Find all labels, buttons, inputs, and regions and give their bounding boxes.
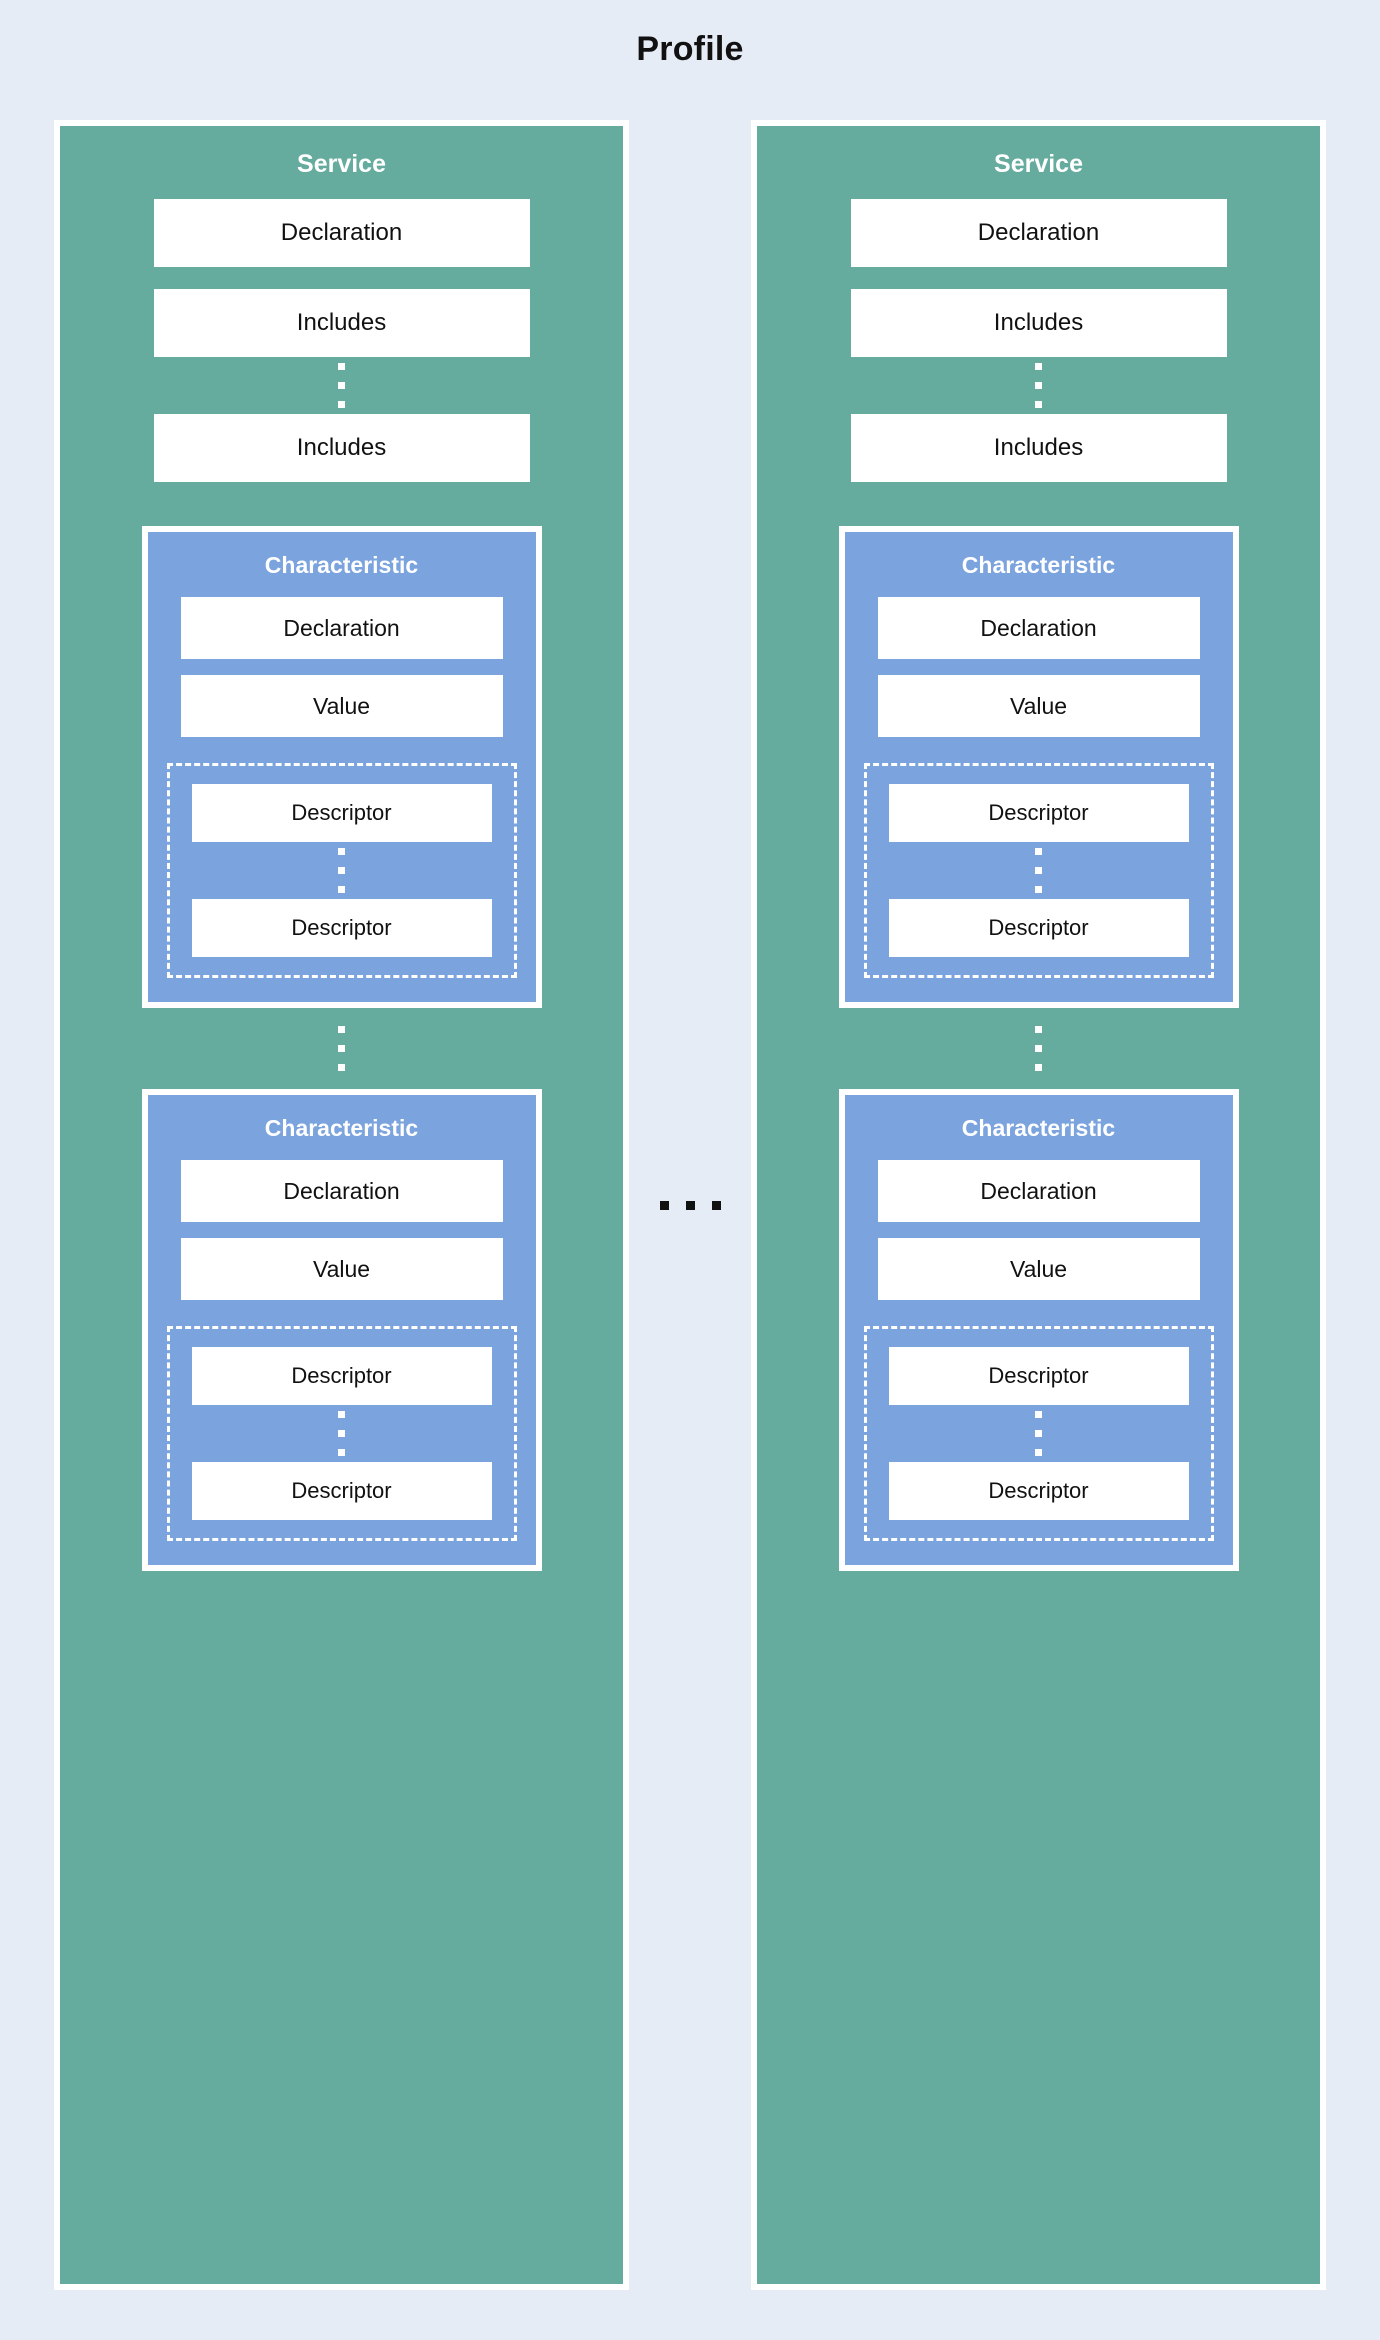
service-title: Service [297,150,386,178]
ellipsis-dot [1035,1064,1042,1071]
ellipsis-dot [338,401,345,408]
page-title: Profile [636,30,744,68]
service-declaration-box: Declaration [850,199,1227,267]
ellipsis-dot [338,848,345,855]
characteristic-value-box: Value [877,675,1200,737]
ellipsis-dot [1035,363,1042,370]
characteristic-title: Characteristic [961,552,1116,578]
ellipsis-dot [338,1449,345,1456]
characteristic-value-box: Value [877,1238,1200,1300]
characteristic-block-first: Characteristic Declaration Value Descrip… [838,526,1239,1008]
service-declaration-box: Declaration [153,199,530,267]
characteristic-value-box: Value [180,675,503,737]
characteristic-vertical-ellipsis [1035,1008,1042,1089]
service-includes-box-last: Includes [153,414,530,482]
ellipsis-dot [338,1411,345,1418]
characteristic-declaration-box: Declaration [877,597,1200,659]
horizontal-ellipsis-icon [659,1200,721,1210]
ellipsis-dot [711,1200,721,1210]
descriptor-group: Descriptor Descriptor [166,1326,517,1541]
ellipsis-dot [659,1200,669,1210]
descriptor-box-first: Descriptor [191,784,492,842]
service-title: Service [994,150,1083,178]
ellipsis-dot [338,1064,345,1071]
ellipsis-dot [1035,1045,1042,1052]
service-block-left: Service Declaration Includes Includes Ch… [54,120,629,2290]
service-block-right: Service Declaration Includes Includes Ch… [751,120,1326,2290]
characteristic-block-last: Characteristic Declaration Value Descrip… [141,1089,542,1571]
characteristic-title: Characteristic [264,552,419,578]
ellipsis-dot [338,886,345,893]
ellipsis-dot [338,867,345,874]
characteristic-block-last: Characteristic Declaration Value Descrip… [838,1089,1239,1571]
descriptor-group: Descriptor Descriptor [166,763,517,978]
services-ellipsis-gap [629,120,751,2290]
characteristic-block-first: Characteristic Declaration Value Descrip… [141,526,542,1008]
characteristic-title: Characteristic [961,1115,1116,1141]
descriptor-vertical-ellipsis [1035,842,1042,899]
includes-vertical-ellipsis [1035,357,1042,414]
descriptor-vertical-ellipsis [338,842,345,899]
ellipsis-dot [1035,1430,1042,1437]
characteristic-declaration-box: Declaration [877,1160,1200,1222]
characteristic-declaration-box: Declaration [180,597,503,659]
descriptor-box-last: Descriptor [888,1462,1189,1520]
descriptor-vertical-ellipsis [338,1405,345,1462]
descriptor-box-last: Descriptor [888,899,1189,957]
descriptor-box-last: Descriptor [191,1462,492,1520]
services-row: Service Declaration Includes Includes Ch… [0,120,1380,2290]
service-includes-box-first: Includes [153,289,530,357]
service-includes-box-last: Includes [850,414,1227,482]
ellipsis-dot [1035,848,1042,855]
service-includes-box-first: Includes [850,289,1227,357]
ellipsis-dot [338,1026,345,1033]
characteristic-title: Characteristic [264,1115,419,1141]
descriptor-box-first: Descriptor [888,1347,1189,1405]
descriptor-box-last: Descriptor [191,899,492,957]
descriptor-group: Descriptor Descriptor [863,1326,1214,1541]
descriptor-vertical-ellipsis [1035,1405,1042,1462]
ellipsis-dot [1035,886,1042,893]
ellipsis-dot [1035,1411,1042,1418]
characteristic-declaration-box: Declaration [180,1160,503,1222]
ellipsis-dot [685,1200,695,1210]
characteristic-vertical-ellipsis [338,1008,345,1089]
ellipsis-dot [1035,867,1042,874]
descriptor-group: Descriptor Descriptor [863,763,1214,978]
ellipsis-dot [1035,401,1042,408]
ellipsis-dot [1035,382,1042,389]
characteristic-value-box: Value [180,1238,503,1300]
ellipsis-dot [338,382,345,389]
ellipsis-dot [338,1045,345,1052]
includes-vertical-ellipsis [338,357,345,414]
ellipsis-dot [1035,1026,1042,1033]
ellipsis-dot [338,1430,345,1437]
descriptor-box-first: Descriptor [191,1347,492,1405]
ellipsis-dot [1035,1449,1042,1456]
descriptor-box-first: Descriptor [888,784,1189,842]
ellipsis-dot [338,363,345,370]
